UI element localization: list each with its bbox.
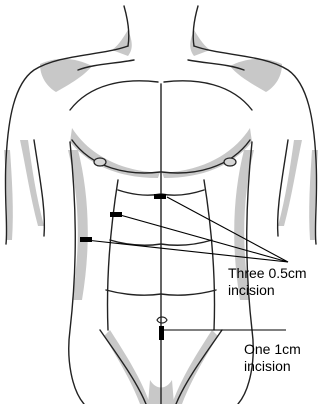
incision-marker-navel	[159, 326, 164, 340]
incision-marker-upper	[154, 194, 166, 199]
incision-marker-middle	[110, 212, 122, 217]
leader-line-middle	[120, 215, 288, 262]
one-incision-label: One 1cm incision	[244, 341, 301, 375]
one-incision-label-line1: One 1cm	[244, 341, 301, 358]
left-nipple	[94, 158, 106, 166]
three-incision-label-line1: Three 0.5cm	[228, 265, 307, 282]
navel	[157, 317, 167, 323]
leader-line-lower	[86, 240, 288, 262]
right-nipple	[224, 158, 236, 166]
one-incision-label-line2: incision	[244, 358, 301, 375]
incision-marker-lower	[80, 237, 92, 242]
three-incision-label-line2: incision	[228, 282, 307, 299]
three-incision-label: Three 0.5cm incision	[228, 265, 307, 299]
leader-line-upper	[167, 197, 288, 262]
